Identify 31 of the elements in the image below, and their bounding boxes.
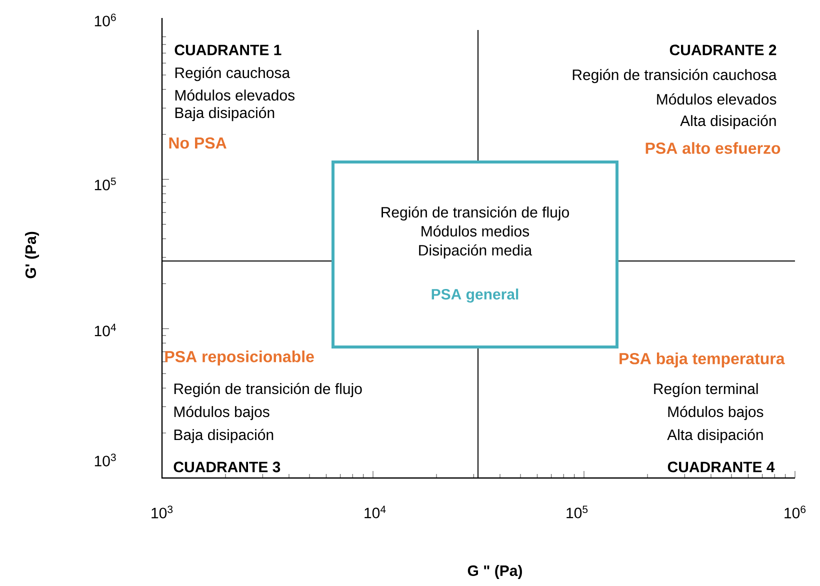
region-box: Región de transición de flujo Módulos medios Disipación media PSA general bbox=[332, 160, 618, 348]
tick-label: 10$^{5}$ bbox=[566, 506, 588, 518]
tick-label: 10$^{3}$ bbox=[94, 454, 116, 466]
heading-label: CUADRANTE 4 bbox=[668, 462, 775, 472]
description-text: Región cauchosa bbox=[175, 66, 290, 82]
description-text: Módulos bajos bbox=[668, 406, 764, 420]
axis-title: G " (Pa) bbox=[468, 565, 522, 579]
tick-label: 10$^{5}$ bbox=[94, 178, 116, 190]
description-text: Región de transición de flujo bbox=[174, 382, 362, 398]
tick-label: 10$^{6}$ bbox=[94, 14, 116, 26]
heading-label: CUADRANTE 1 bbox=[174, 44, 282, 56]
description-text: Baja disipación bbox=[175, 106, 274, 122]
description-text: Módulos bajos bbox=[174, 406, 270, 420]
tick-label: 10$^{4}$ bbox=[94, 324, 116, 336]
category-label: No PSA bbox=[169, 137, 226, 149]
category-label: PSA reposicionable bbox=[165, 350, 314, 366]
tick-label: 10$^{6}$ bbox=[784, 506, 806, 518]
description-text: Baja disipación bbox=[174, 428, 274, 444]
axis-title: G' (Pa) bbox=[25, 232, 39, 278]
heading-label: CUADRANTE 3 bbox=[174, 462, 280, 472]
description-text: Regíon terminal bbox=[654, 382, 758, 398]
tick-label: 10$^{4}$ bbox=[364, 506, 386, 518]
description-text: Región de transición cauchosa bbox=[572, 68, 777, 84]
description-text: Módulos elevados bbox=[657, 93, 776, 105]
tick-label: 10$^{3}$ bbox=[152, 506, 173, 518]
category-label: PSA alto esfuerzo bbox=[646, 142, 780, 154]
description-text: Alta disipación bbox=[680, 114, 776, 130]
description-text: Módulos elevados bbox=[175, 89, 295, 101]
category-label: PSA baja temperatura bbox=[620, 352, 785, 368]
description-text: Alta disipación bbox=[667, 428, 763, 444]
heading-label: CUADRANTE 2 bbox=[670, 44, 776, 56]
